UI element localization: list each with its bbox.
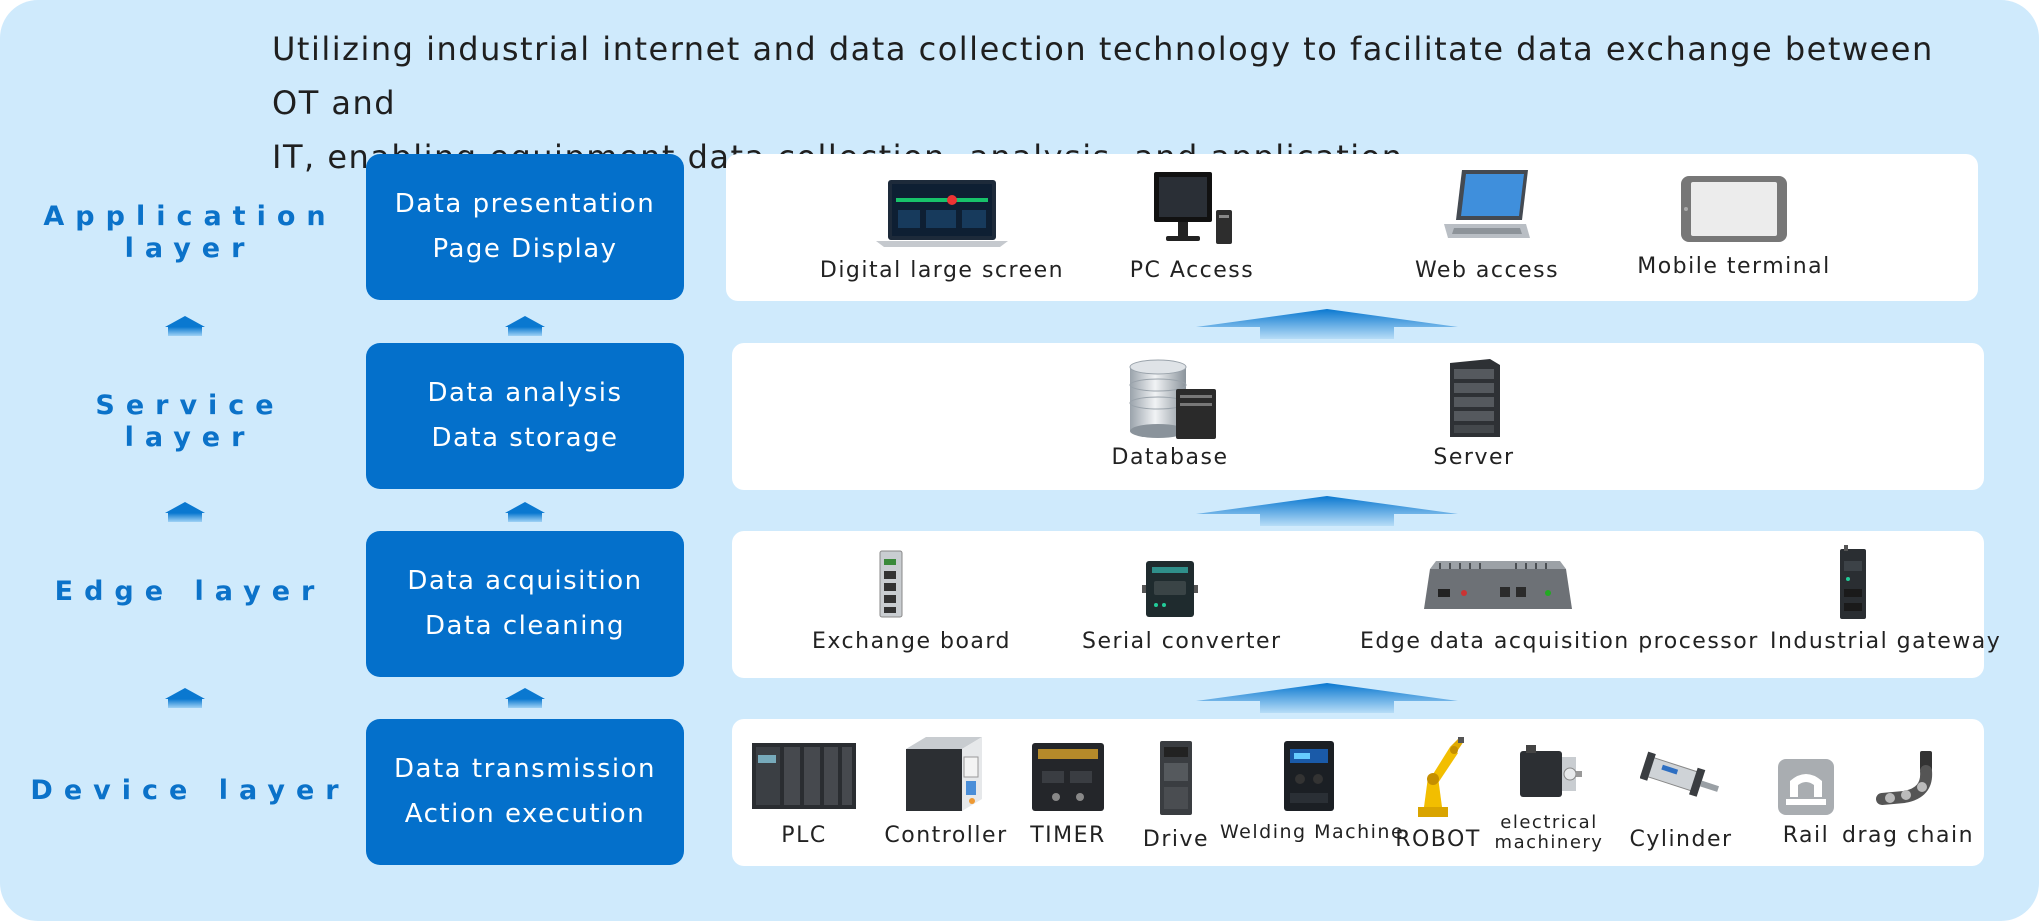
server-tower-icon xyxy=(1450,359,1500,437)
item-label: Serial converter xyxy=(1082,629,1282,654)
item-label: Industrial gateway xyxy=(1770,629,2002,654)
drag-chain-icon xyxy=(1876,751,1933,805)
item-label: Welding Machine xyxy=(1220,821,1405,843)
item-label-line: machinery xyxy=(1494,832,1604,853)
layer-label-line: Edge layer xyxy=(54,576,326,607)
timer-icon xyxy=(1032,743,1104,811)
database-icon xyxy=(1129,359,1216,439)
function-box-line: Data storage xyxy=(431,423,619,453)
item-label: Database xyxy=(1111,445,1229,470)
function-box-line: Page Display xyxy=(432,234,618,264)
item-label: Web access xyxy=(1414,258,1560,283)
layer-label-device: Device layer xyxy=(20,775,360,807)
database-item: Database xyxy=(1112,359,1227,470)
layer-label-line: Service xyxy=(95,390,285,421)
item-label: Digital large screen xyxy=(819,258,1065,283)
controller-item: Controller xyxy=(884,735,1006,849)
welding-machine-icon xyxy=(1284,741,1334,811)
function-box-line: Action execution xyxy=(404,799,646,829)
welding-machine-item: Welding Machine xyxy=(1220,739,1403,843)
industrial-gateway-icon xyxy=(1840,545,1866,619)
digital-large-screen-item: Digital large screen xyxy=(820,178,1063,283)
item-label: Server xyxy=(1433,445,1515,470)
server-item: Server xyxy=(1433,357,1513,470)
item-label: ROBOT xyxy=(1395,827,1481,852)
function-box-edge: Data acquisition Data cleaning xyxy=(366,531,684,677)
item-label: Rail xyxy=(1782,823,1830,848)
edge-panel: Exchange board Serial converter xyxy=(732,531,2000,678)
item-label-line: electrical xyxy=(1500,812,1598,833)
edge-processor-icon xyxy=(1424,561,1572,609)
controller-icon xyxy=(906,737,982,811)
robot-arm-icon xyxy=(1418,737,1464,817)
layer-label-line: layer xyxy=(124,422,256,453)
drive-item: Drive xyxy=(1143,739,1208,852)
laptop-dashboard-icon xyxy=(876,180,1008,247)
laptop-icon xyxy=(1444,170,1530,238)
industrial-gateway-item: Industrial gateway xyxy=(1770,545,2000,657)
function-box-service: Data analysis Data storage xyxy=(366,343,684,489)
cylinder-icon xyxy=(1639,751,1720,797)
item-label: PC Access xyxy=(1129,258,1255,283)
function-box-line: Data analysis xyxy=(427,378,623,408)
item-label: Mobile terminal xyxy=(1637,254,1831,279)
item-label: Controller xyxy=(884,823,1008,848)
pc-access-item: PC Access xyxy=(1130,168,1253,283)
headline-line-1: Utilizing industrial internet and data c… xyxy=(272,30,1934,122)
function-box-line: Data presentation xyxy=(394,189,656,219)
exchange-board-item: Exchange board xyxy=(812,549,1010,657)
serial-converter-icon xyxy=(1142,561,1198,617)
tablet-icon xyxy=(1681,176,1787,242)
service-panel: Database Server xyxy=(732,343,1984,490)
function-box-line: Data transmission xyxy=(394,754,656,784)
item-label: drag chain xyxy=(1841,823,1975,848)
electrical-machinery-item: electrical machinery xyxy=(1495,745,1602,855)
function-box-application: Data presentation Page Display xyxy=(366,154,684,300)
network-switch-icon xyxy=(879,550,903,618)
drag-chain-item: drag chain xyxy=(1842,749,1973,848)
item-label: TIMER xyxy=(1030,823,1106,848)
rail-icon xyxy=(1778,759,1834,815)
motor-icon xyxy=(1520,745,1582,797)
item-label: electrical machinery xyxy=(1456,813,1642,853)
function-box-line: Data acquisition xyxy=(407,566,643,596)
layer-label-line: Device layer xyxy=(30,775,350,806)
item-label: PLC xyxy=(781,823,827,848)
pc-monitor-icon xyxy=(1154,172,1232,244)
function-box-device: Data transmission Action execution xyxy=(366,719,684,865)
up-arrow-icon xyxy=(1196,496,1458,526)
edge-processor-item: Edge data acquisition processor xyxy=(1360,559,1757,657)
web-access-item: Web access xyxy=(1415,166,1558,283)
layer-label-service: Service layer xyxy=(20,390,360,454)
item-label: Edge data acquisition processor xyxy=(1360,629,1759,654)
drive-icon xyxy=(1160,741,1192,815)
plc-item: PLC xyxy=(750,739,858,849)
mobile-terminal-item: Mobile terminal xyxy=(1637,174,1829,279)
serial-converter-item: Serial converter xyxy=(1082,559,1280,657)
up-arrow-icon xyxy=(1196,683,1458,713)
layer-label-application: Application layer xyxy=(20,201,360,265)
rail-item: Rail xyxy=(1776,757,1836,849)
cylinder-item: Cylinder xyxy=(1629,749,1731,852)
layer-label-edge: Edge layer xyxy=(20,576,360,608)
timer-item: TIMER xyxy=(1030,741,1106,849)
item-label: Exchange board xyxy=(812,629,1012,654)
function-box-line: Data cleaning xyxy=(425,611,625,641)
robot-item: ROBOT xyxy=(1395,733,1479,852)
item-label: Drive xyxy=(1142,827,1210,852)
device-panel: PLC Controller TIMER xyxy=(732,719,1984,866)
item-label: Cylinder xyxy=(1629,827,1733,852)
application-panel: Digital large screen PC Access Web acces… xyxy=(726,154,1978,301)
plc-icon xyxy=(752,743,856,809)
up-arrow-icon xyxy=(1196,309,1458,339)
layer-label-line: Application xyxy=(43,201,337,232)
layer-label-line: layer xyxy=(124,233,256,264)
